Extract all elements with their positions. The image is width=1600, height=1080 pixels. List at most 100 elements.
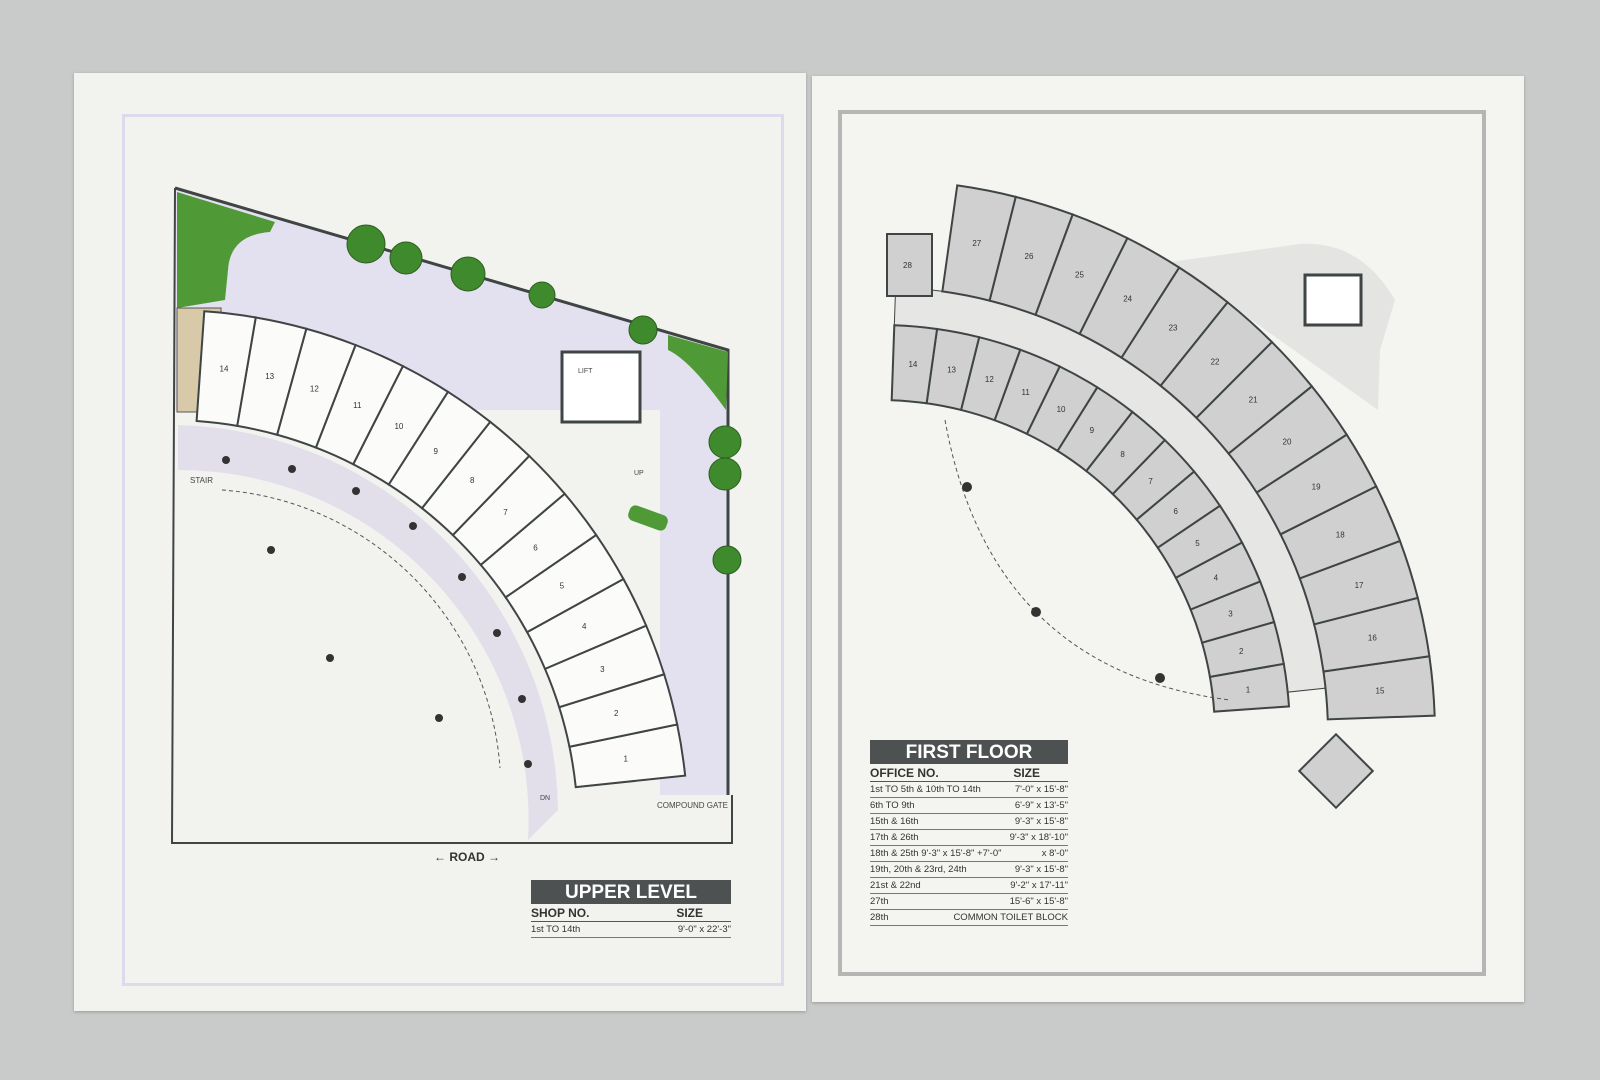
- unit-number: 27: [972, 239, 981, 248]
- left-page-border: [122, 114, 784, 986]
- office-no-header: OFFICE NO.: [870, 766, 939, 780]
- columns: [222, 456, 532, 768]
- compound-gate-label: COMPOUND GATE: [657, 801, 728, 810]
- unit-number: 8: [1120, 450, 1125, 459]
- size-header: SIZE: [1013, 766, 1040, 780]
- unit-number: 26: [1025, 252, 1034, 261]
- tree-icon: [708, 457, 742, 491]
- shop-no-header: SHOP NO.: [531, 906, 590, 920]
- column: [524, 760, 532, 768]
- upper-level-title: UPPER LEVEL: [531, 880, 731, 904]
- table-row: 27th 15'-6" x 15'-8": [870, 894, 1068, 910]
- unit-number: 6: [1173, 507, 1178, 516]
- parked-car: [628, 505, 668, 531]
- unit-number: 12: [985, 375, 994, 384]
- site-boundary-bottom: [170, 187, 733, 844]
- table-row: 28th COMMON TOILET BLOCK: [870, 910, 1068, 926]
- tree-icon: [346, 224, 386, 264]
- first-floor-plan: 1234567891011121314151617181920212223242…: [886, 184, 1436, 810]
- column: [493, 629, 501, 637]
- unit-number: 14: [908, 360, 917, 369]
- tree-icon: [628, 315, 658, 345]
- unit-number: 22: [1211, 357, 1220, 366]
- unit-number: 25: [1075, 271, 1084, 280]
- office-range: 19th, 20th & 23rd, 24th: [870, 864, 967, 875]
- unit-number: 13: [947, 365, 956, 374]
- unit-number: 20: [1283, 437, 1292, 446]
- column: [1031, 607, 1041, 617]
- stair-core: [1303, 273, 1363, 327]
- unit-number: 17: [1355, 581, 1364, 590]
- unit-number: 16: [1368, 633, 1377, 642]
- office-range: 17th & 26th: [870, 832, 919, 843]
- garden-top-left: [177, 192, 275, 308]
- size-header: SIZE: [676, 906, 703, 920]
- unit-number: 13: [265, 372, 274, 381]
- unit-number: 11: [1022, 388, 1031, 397]
- canopy-outline: [221, 489, 501, 769]
- unit-number: 1: [1246, 686, 1251, 695]
- unit-number: 23: [1169, 324, 1178, 333]
- first-floor-title: FIRST FLOOR: [870, 740, 1068, 764]
- right-page-border: [838, 110, 1486, 976]
- unit-number: 9: [434, 447, 439, 456]
- unit-number: 4: [1214, 574, 1219, 583]
- office-28: [886, 233, 933, 297]
- stair-bottom: [1297, 732, 1375, 810]
- unit-number: 18: [1336, 531, 1345, 540]
- column: [288, 465, 296, 473]
- unit-number: 5: [1195, 539, 1200, 548]
- office-range: 27th: [870, 896, 889, 907]
- office-size: 9'-3" x 15'-8": [1014, 864, 1068, 875]
- unit-number: 7: [503, 508, 508, 517]
- column: [458, 573, 466, 581]
- unit-number: 10: [1057, 405, 1066, 414]
- trees: [346, 224, 742, 575]
- column: [962, 482, 972, 492]
- unit-number: 2: [614, 709, 619, 718]
- unit-number: 5: [560, 582, 565, 591]
- office-size: 9'-2" x 17'-11": [1010, 880, 1068, 891]
- tree-icon: [708, 425, 742, 459]
- tree-icon: [389, 241, 423, 275]
- first-floor-table: FIRST FLOOR OFFICE NO. SIZE 1st TO 5th & …: [870, 740, 1068, 926]
- office-size: 7'-0" x 15'-8": [1014, 784, 1068, 795]
- table-row: 1st TO 5th & 10th TO 14th 7'-0" x 15'-8": [870, 782, 1068, 798]
- office-size: 6'-9" x 13'-5": [1014, 800, 1068, 811]
- tree-icon: [528, 281, 556, 309]
- unit-number: 14: [220, 364, 229, 373]
- unit-number: 19: [1312, 483, 1321, 492]
- column: [222, 456, 230, 464]
- unit-number: 1: [623, 754, 628, 763]
- column: [435, 714, 443, 722]
- office-range: 1st TO 5th & 10th TO 14th: [870, 784, 981, 795]
- office-number-28: 28: [903, 261, 912, 270]
- office-size: COMMON TOILET BLOCK: [953, 912, 1068, 923]
- unit-number: 21: [1249, 395, 1258, 404]
- unit-number: 8: [470, 476, 475, 485]
- lift-label: LIFT: [578, 368, 593, 375]
- office-size: x 8'-0": [1041, 848, 1068, 859]
- walkway: [178, 425, 558, 840]
- unit: [195, 310, 257, 428]
- stair-label: STAIR: [190, 476, 213, 485]
- unit: [890, 324, 939, 405]
- column: [326, 654, 334, 662]
- column: [1155, 673, 1165, 683]
- up-label: UP: [634, 470, 644, 477]
- office-size: 15'-6" x 15'-8": [1009, 896, 1068, 907]
- road-label: ← ROAD →: [434, 850, 500, 864]
- office-range: 28th: [870, 912, 889, 923]
- office-range: 18th & 25th 9'-3" x 15'-8" +7'-0": [870, 848, 1002, 859]
- unit-number: 9: [1090, 426, 1095, 435]
- offices: 1234567891011121314151617181920212223242…: [890, 184, 1436, 721]
- office-size: 9'-3" x 15'-8": [1014, 816, 1068, 827]
- unit-number: 12: [310, 384, 319, 393]
